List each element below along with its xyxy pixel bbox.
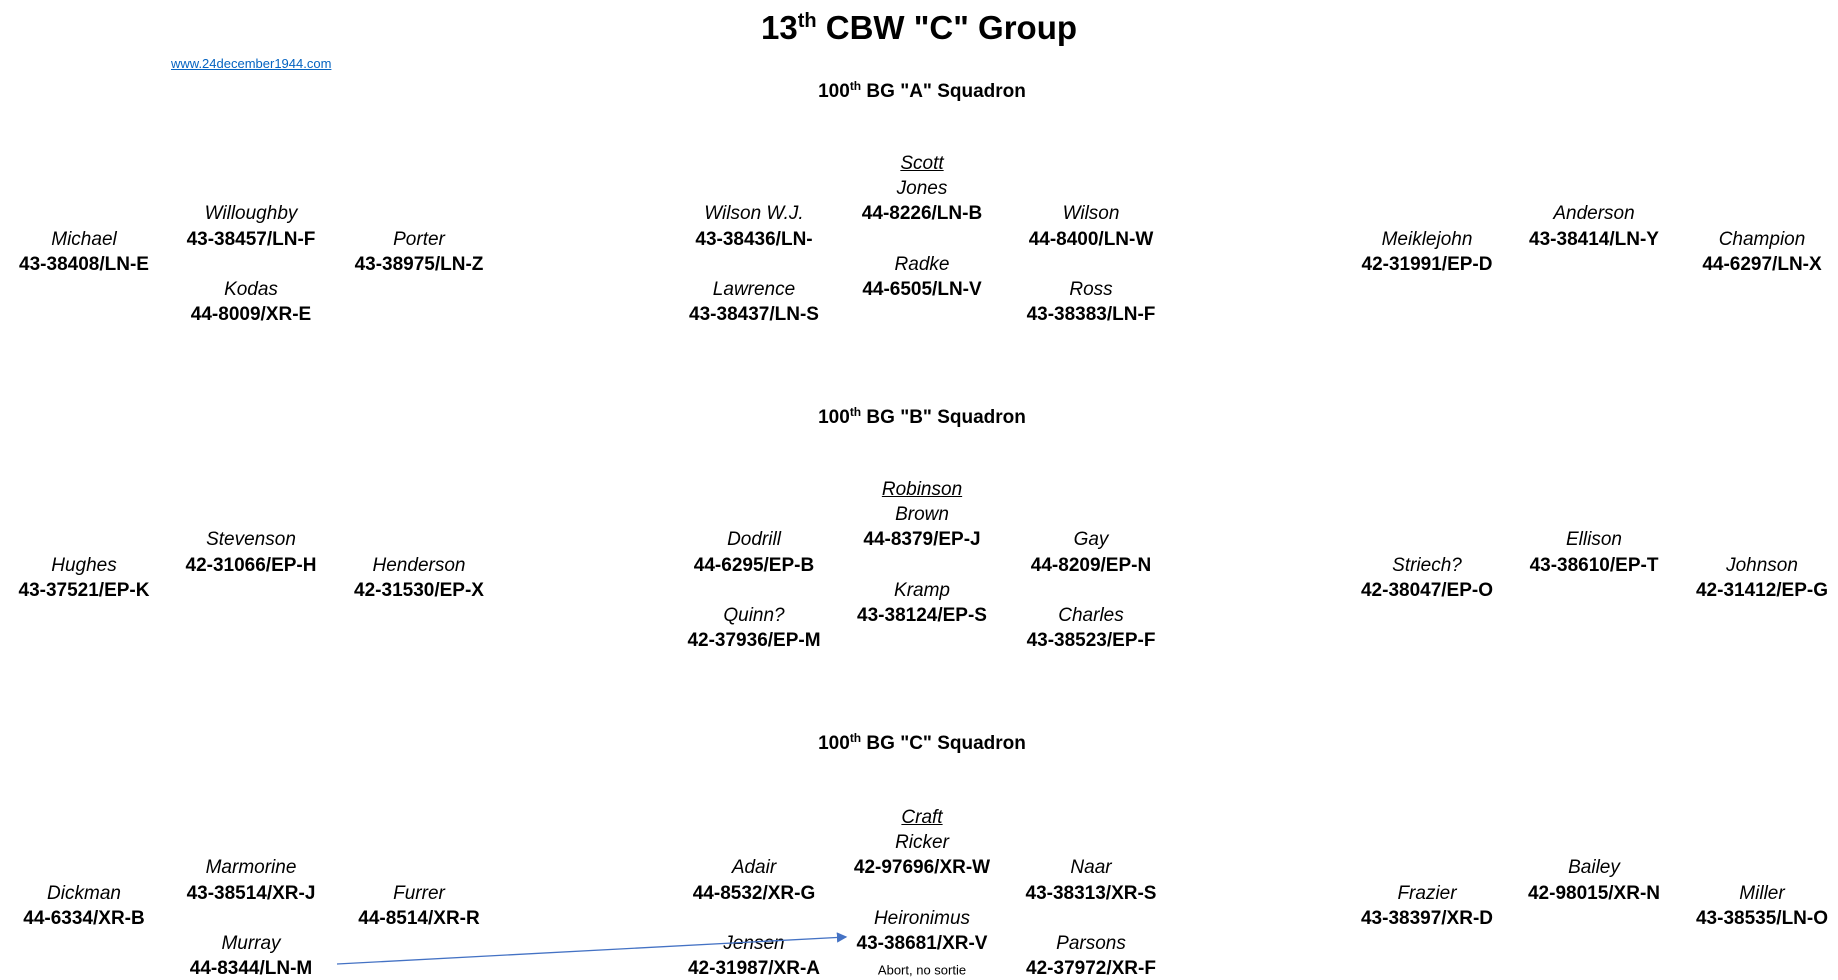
pilot-name: Wilson W.J. <box>704 203 804 225</box>
aircraft-serial: 43-38681/XR-V <box>856 933 988 954</box>
squadron-leader: Robinson <box>881 479 963 500</box>
pilot-name: Hughes <box>51 554 117 576</box>
squadron-title-num: 100 <box>818 733 850 755</box>
squadron-leader: Craft <box>901 807 943 828</box>
aircraft-serial: 43-38437/LN-S <box>689 304 819 326</box>
pilot-name: Murray <box>221 933 281 954</box>
aircraft-serial: 44-6334/XR-B <box>23 907 145 929</box>
aircraft-serial: 44-8532/XR-G <box>692 882 816 904</box>
aircraft-serial: 42-37972/XR-F <box>1026 958 1156 980</box>
title-text: CBW "C" Group <box>816 9 1078 46</box>
aircraft-serial: 43-38408/LN-E <box>19 253 149 275</box>
pilot-name: Striech? <box>1392 554 1462 576</box>
title-superscript: th <box>797 10 817 32</box>
aircraft-serial: 44-8379/EP-J <box>863 529 981 551</box>
aircraft-serial: 44-8514/XR-R <box>358 907 480 929</box>
arrow-line <box>336 932 848 965</box>
squadron-title-sup: th <box>849 78 862 93</box>
squadron-title-sup: th <box>849 404 862 419</box>
pilot-name: Quinn? <box>723 605 785 626</box>
title-number: 13 <box>760 9 798 46</box>
aircraft-serial: 43-38535/LN-O <box>1695 907 1829 929</box>
page-title: 13th CBW "C" Group <box>761 9 1077 47</box>
pilot-name: Willoughby <box>204 203 298 225</box>
pilot-name: Jones <box>896 178 948 200</box>
pilot-name: Champion <box>1718 228 1806 250</box>
aircraft-serial: 42-31987/XR-A <box>687 958 821 980</box>
squadron-title-num: 100 <box>818 407 850 429</box>
aircraft-serial: 43-38523/EP-F <box>1026 630 1156 652</box>
squadron-title-rest: BG "B" Squadron <box>861 407 1026 429</box>
aircraft-serial: 43-38397/XR-D <box>1360 907 1494 929</box>
aircraft-serial: 42-97696/XR-W <box>853 857 991 879</box>
aircraft-serial: 43-37521/EP-K <box>18 579 150 601</box>
aircraft-serial: 43-38610/EP-T <box>1529 554 1659 576</box>
aircraft-serial: 44-6295/EP-B <box>693 554 815 576</box>
abort-note: Abort, no sortie <box>877 962 967 978</box>
aircraft-serial: 42-98015/XR-N <box>1527 882 1661 904</box>
pilot-name: Anderson <box>1553 203 1635 225</box>
aircraft-serial: 42-37936/EP-M <box>687 630 821 652</box>
aircraft-serial: 43-38975/LN-Z <box>354 253 484 275</box>
aircraft-serial: 42-31991/EP-D <box>1361 253 1493 275</box>
pilot-name: Bailey <box>1568 857 1620 879</box>
squadron-title-num: 100 <box>818 81 850 103</box>
aircraft-serial: 44-6297/LN-X <box>1702 253 1822 275</box>
pilot-name: Lawrence <box>712 279 796 300</box>
aircraft-serial: 43-38414/LN-Y <box>1529 228 1659 250</box>
aircraft-serial: 44-8009/XR-E <box>190 304 312 326</box>
pilot-name: Heironimus <box>873 907 971 929</box>
squadron-leader: Scott <box>900 153 944 174</box>
pilot-name: Stevenson <box>206 529 296 551</box>
aircraft-serial: 42-31412/EP-G <box>1695 579 1829 601</box>
pilot-name: Frazier <box>1397 882 1457 904</box>
aircraft-serial: 44-6505/LN-V <box>862 279 982 300</box>
pilot-name: Henderson <box>372 554 466 576</box>
pilot-name: Naar <box>1070 857 1112 879</box>
squadron-title: 100th BG "B" Squadron <box>818 405 1026 429</box>
aircraft-serial: 43-38436/LN- <box>695 228 813 250</box>
aircraft-serial: 44-8400/LN-W <box>1028 228 1154 250</box>
pilot-name: Ricker <box>895 832 949 854</box>
pilot-name: Johnson <box>1726 554 1798 576</box>
pilot-name: Dodrill <box>727 529 781 551</box>
pilot-name: Furrer <box>393 882 445 904</box>
pilot-name: Gay <box>1073 529 1109 551</box>
aircraft-serial: 42-31066/EP-H <box>185 554 317 576</box>
pilot-name: Kramp <box>894 579 950 601</box>
squadron-title-rest: BG "A" Squadron <box>861 81 1026 103</box>
pilot-name: Wilson <box>1062 203 1120 225</box>
pilot-name: Ross <box>1069 279 1113 300</box>
aircraft-serial: 43-38457/LN-F <box>186 228 316 250</box>
website-link[interactable]: www.24december1944.com <box>171 56 332 71</box>
aircraft-serial: 42-31530/EP-X <box>354 579 484 601</box>
pilot-name: Brown <box>895 504 949 526</box>
pilot-name: Parsons <box>1056 933 1126 954</box>
pilot-name: Jensen <box>723 933 785 954</box>
squadron-title-rest: BG "C" Squadron <box>861 733 1026 755</box>
aircraft-serial: 43-38514/XR-J <box>186 882 316 904</box>
squadron-title: 100th BG "A" Squadron <box>818 79 1026 103</box>
aircraft-serial: 42-38047/EP-O <box>1360 579 1494 601</box>
aircraft-serial: 44-8226/LN-B <box>861 203 983 225</box>
aircraft-serial: 43-38124/EP-S <box>857 605 987 626</box>
pilot-name: Dickman <box>47 882 121 904</box>
pilot-name: Porter <box>393 228 445 250</box>
pilot-name: Adair <box>731 857 777 879</box>
squadron-title: 100th BG "C" Squadron <box>818 731 1026 755</box>
pilot-name: Meiklejohn <box>1381 228 1473 250</box>
pilot-name: Marmorine <box>205 857 297 879</box>
pilot-name: Ellison <box>1566 529 1622 551</box>
pilot-name: Michael <box>51 228 117 250</box>
aircraft-serial: 44-8344/LN-M <box>189 958 313 980</box>
pilot-name: Kodas <box>224 279 278 300</box>
pilot-name: Charles <box>1058 605 1124 626</box>
pilot-name: Miller <box>1739 882 1785 904</box>
aircraft-serial: 44-8209/EP-N <box>1030 554 1152 576</box>
aircraft-serial: 43-38313/XR-S <box>1025 882 1157 904</box>
squadron-title-sup: th <box>849 730 862 745</box>
aircraft-serial: 43-38383/LN-F <box>1026 304 1156 326</box>
pilot-name: Radke <box>894 253 950 275</box>
